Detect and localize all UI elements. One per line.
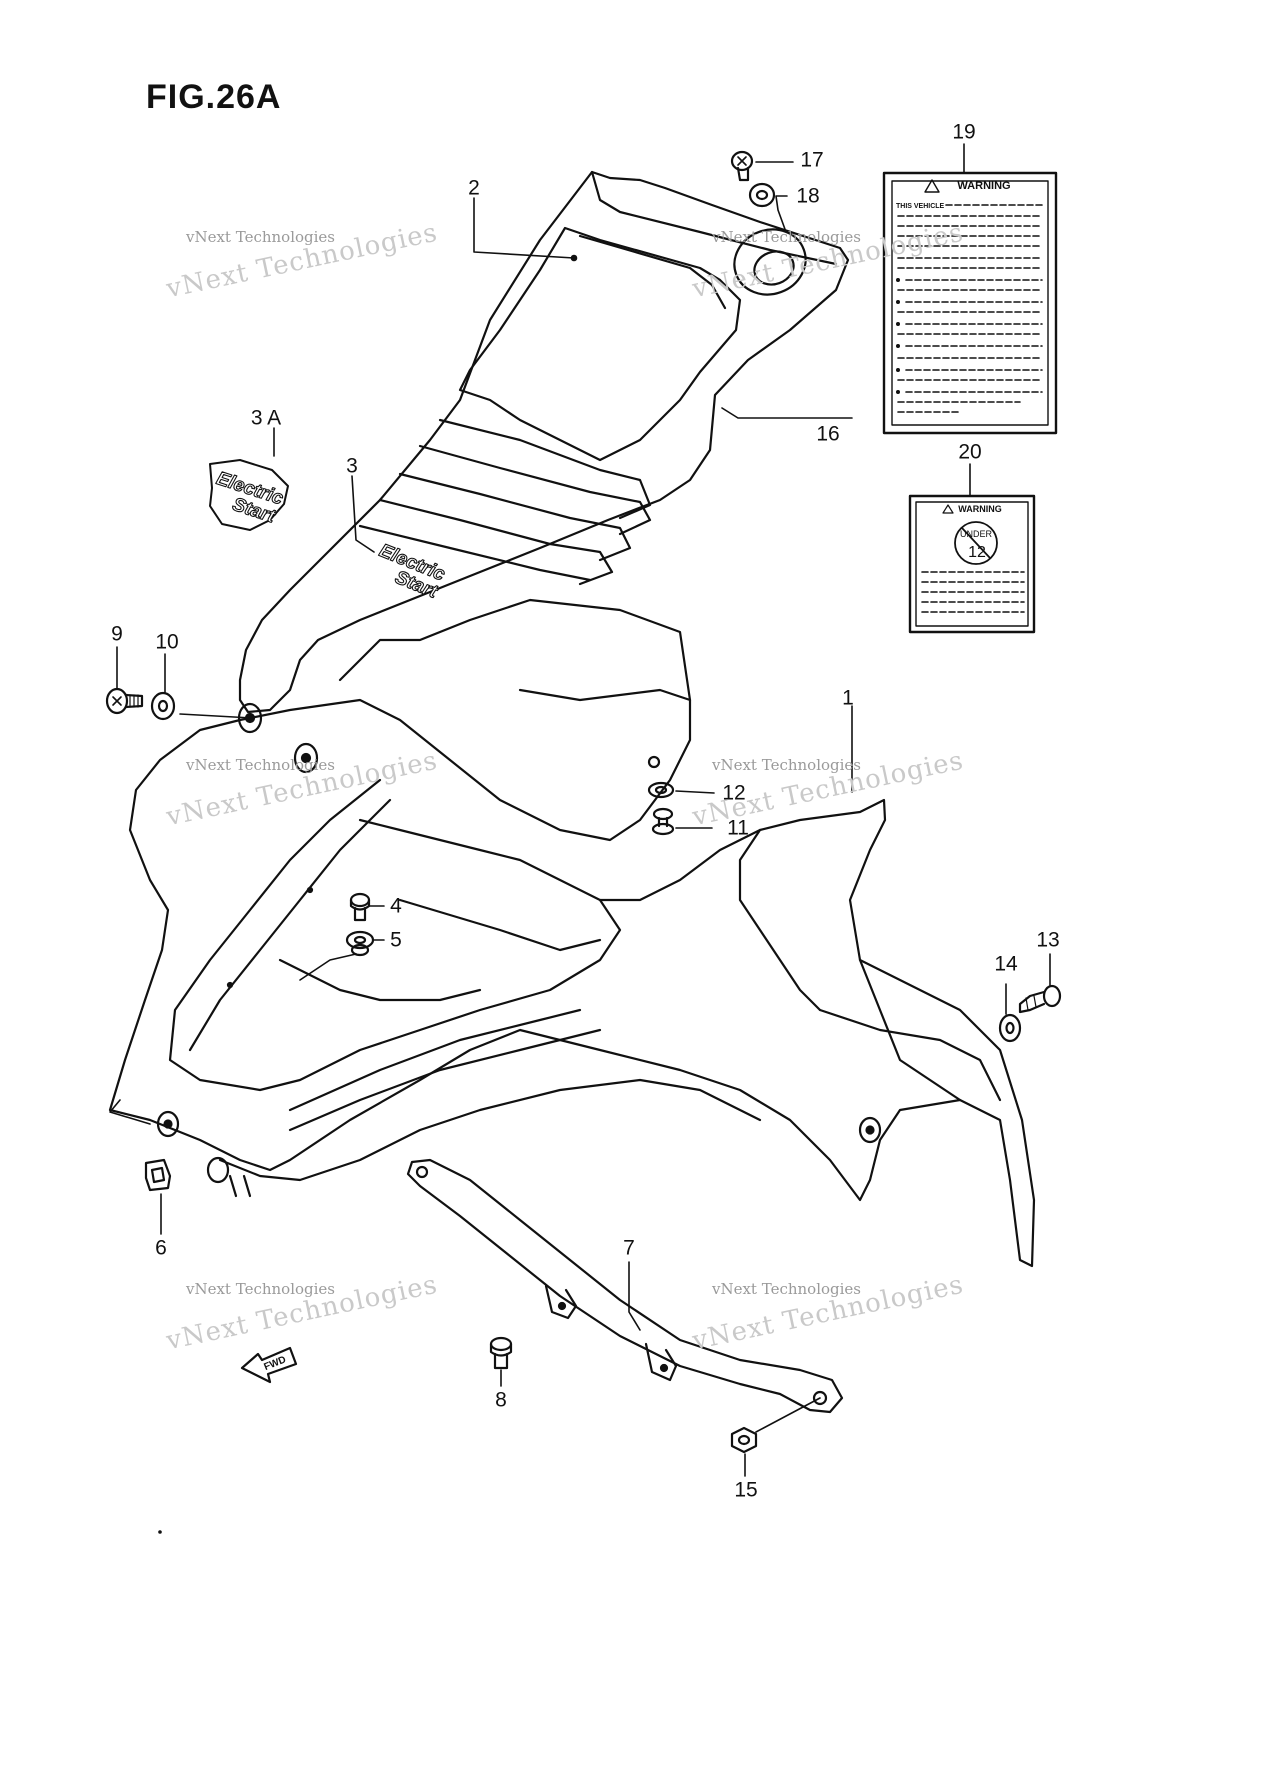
part-13-bolt: [1018, 984, 1062, 1014]
callout-12: 12: [722, 781, 746, 805]
callout-19: 19: [952, 120, 976, 144]
part-2-tail-cover: [237, 170, 850, 774]
callout-15: 15: [734, 1478, 758, 1502]
warning-20-age: 12: [968, 544, 986, 561]
part-10-washer: [150, 691, 176, 721]
warning-19-subtitle: THIS VEHICLE: [896, 203, 945, 210]
warning-20-under: UNDER: [960, 529, 993, 539]
part-8-bolt: [489, 1336, 513, 1370]
callout-2: 2: [468, 176, 480, 200]
part-18-washer: [748, 182, 776, 208]
callout-14: 14: [994, 952, 1018, 976]
callout-16: 16: [816, 422, 840, 446]
part-14-washer: [998, 1013, 1022, 1043]
part-15-nut: [730, 1426, 758, 1454]
callout-9: 9: [111, 622, 123, 646]
callout-11: 11: [727, 816, 749, 840]
part-12-washer: [647, 781, 675, 799]
part-4-bolt: [349, 892, 371, 922]
warning-20-title: WARNING: [958, 504, 1002, 514]
part-9-screw: [105, 687, 144, 715]
callout-10: 10: [155, 630, 179, 654]
callout-18: 18: [796, 184, 820, 208]
part-3a-decal: Electric Start: [209, 459, 289, 531]
part-11-bolt: [651, 807, 675, 836]
callout-20: 20: [958, 440, 982, 464]
warning-19-title: WARNING: [957, 180, 1010, 192]
part-1-front-fender: [108, 598, 1036, 1268]
callout-13: 13: [1036, 928, 1060, 952]
figure-title: FIG.26A: [146, 78, 282, 116]
part-20-warning-label: WARNING UNDER 12: [908, 494, 1036, 634]
part-3-decal: Electric Start: [376, 540, 449, 604]
callout-5: 5: [390, 928, 402, 952]
callout-3: 3: [346, 454, 358, 478]
callout-3a: 3 A: [250, 406, 282, 430]
part-17-screw: [730, 150, 754, 182]
callout-8: 8: [495, 1388, 507, 1412]
part-6-clip-nut: [144, 1158, 172, 1192]
callout-4: 4: [390, 894, 402, 918]
part-7-fender-brace: [406, 1158, 844, 1414]
leader-lines: [109, 143, 1051, 1534]
callout-6: 6: [155, 1236, 167, 1260]
part-5-washer: [345, 930, 375, 950]
part-19-warning-label: WARNING THIS VEHICLE: [882, 171, 1058, 435]
callout-7: 7: [623, 1236, 635, 1260]
callout-17: 17: [800, 148, 824, 172]
callout-1: 1: [842, 686, 854, 710]
fwd-arrow: FWD: [240, 1346, 298, 1384]
